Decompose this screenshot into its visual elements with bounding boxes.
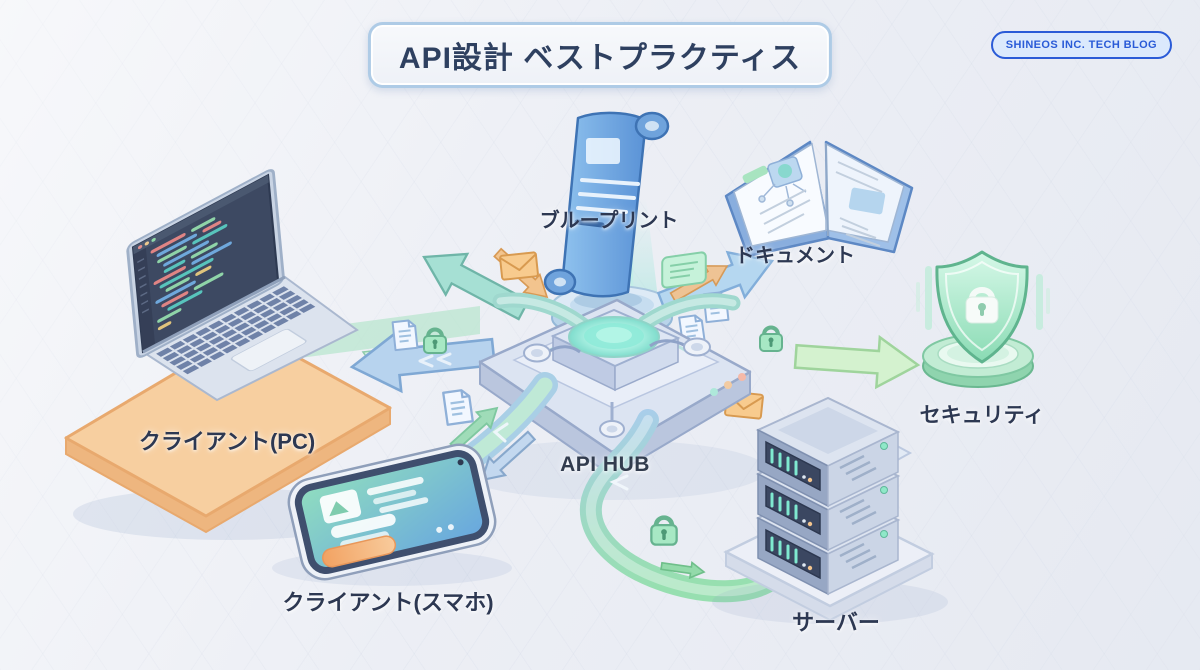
mint-band: [300, 306, 480, 358]
code-lines: [150, 217, 232, 331]
document-icon: [391, 318, 419, 352]
label-server: サーバー: [792, 610, 880, 635]
laptop-link: [300, 306, 498, 426]
server-node: [712, 396, 948, 624]
arrow-to-security: [792, 330, 921, 392]
envelope-icon: [498, 251, 540, 281]
shield-lock-icon: [935, 250, 1029, 364]
hub-right-icons: [661, 251, 784, 420]
client-mobile-node: [272, 443, 512, 586]
label-api-hub: API HUB: [560, 453, 650, 476]
padlock-icon: [758, 325, 784, 353]
message-card-icon: [661, 251, 707, 289]
laptop-trackpad: [230, 328, 307, 372]
document-node: [652, 140, 914, 327]
document-icon: [442, 388, 474, 426]
blog-badge: SHINEOS INC. TECH BLOG: [990, 31, 1172, 59]
smartphone-icon: [287, 443, 497, 581]
laptop-screen: [126, 169, 285, 358]
page-title: API設計 ベストプラクティス: [367, 22, 833, 88]
label-client-pc: クライアント(PC): [138, 429, 316, 454]
padlock-icon: [651, 518, 676, 545]
phone-cta-button: [321, 535, 397, 568]
scroll-blueprint-icon: [543, 111, 670, 298]
open-book-icon: [724, 140, 914, 258]
label-blueprint: ブループリント: [539, 210, 679, 232]
label-client-mobile: クライアント(スマホ): [282, 590, 494, 615]
label-security: セキュリティ: [919, 404, 1045, 427]
label-document: ドキュメント: [735, 245, 855, 267]
page-title-text: API設計 ベストプラクティス: [398, 42, 802, 75]
client-pc-node: [64, 169, 392, 540]
laptop-keyboard: [156, 286, 316, 375]
server-stack-icon: [756, 396, 900, 596]
api-hub-node: [457, 292, 767, 500]
